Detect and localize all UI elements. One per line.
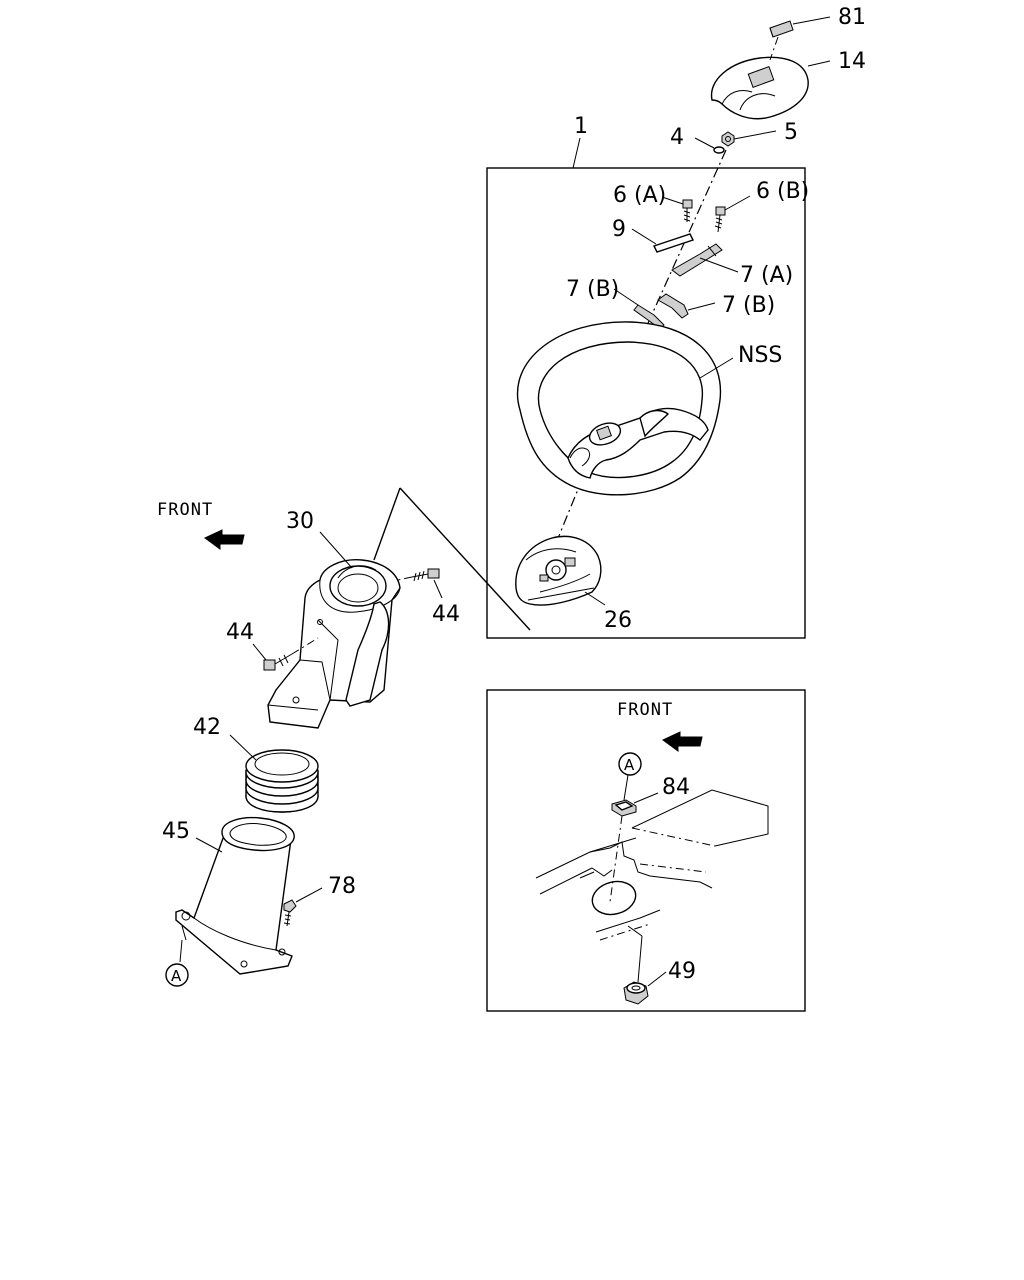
washer-part-4	[713, 146, 725, 154]
label-14: 14	[838, 49, 866, 74]
bolt-part-78	[283, 899, 297, 927]
bolt-part-6b	[714, 206, 726, 233]
front-arrow-main-icon	[204, 529, 245, 550]
bracket-part-7b-right	[657, 293, 689, 319]
front-arrow-inset-icon	[662, 731, 703, 752]
column-cover-part-30	[267, 559, 401, 729]
column-cover-part-26	[515, 535, 602, 606]
label-84: 84	[662, 775, 690, 800]
label-42: 42	[193, 715, 221, 740]
bracket-part-7a	[671, 243, 723, 277]
label-6b: 6 (B)	[756, 179, 809, 204]
bolt-part-6a	[682, 199, 693, 222]
label-7b-right: 7 (B)	[722, 293, 775, 318]
grommet-part-84	[611, 799, 637, 817]
label-4: 4	[670, 125, 684, 150]
front-label-inset: FRONT	[617, 700, 673, 720]
label-nss: NSS	[738, 343, 782, 368]
label-26: 26	[604, 608, 632, 633]
label-7b-left: 7 (B)	[566, 277, 619, 302]
ref-marker-a-inset-label: A	[624, 756, 635, 774]
ref-marker-a-inset	[618, 752, 642, 776]
label-81: 81	[838, 5, 866, 30]
inset-box-floor-detail	[486, 689, 806, 1012]
label-5: 5	[784, 120, 798, 145]
label-44-left: 44	[226, 620, 254, 645]
emblem-part-81	[769, 20, 794, 38]
screw-part-44-right	[411, 568, 440, 582]
steering-wheel-nss	[516, 321, 722, 496]
front-label-main: FRONT	[157, 500, 213, 520]
label-44-right: 44	[432, 602, 460, 627]
label-45: 45	[162, 819, 190, 844]
boot-part-45	[175, 816, 295, 975]
horn-pad-part-14	[710, 56, 809, 120]
label-1: 1	[574, 114, 588, 139]
label-6a: 6 (A)	[613, 183, 666, 208]
ref-marker-a-left-label: A	[171, 967, 182, 985]
label-78: 78	[328, 874, 356, 899]
label-7a: 7 (A)	[740, 263, 793, 288]
nut-part-49	[623, 981, 649, 1005]
label-9: 9	[612, 217, 626, 242]
floor-panel	[535, 789, 769, 941]
assembly-box-1	[486, 167, 806, 639]
plate-part-9	[653, 233, 694, 253]
ref-marker-a-left	[165, 963, 189, 987]
screw-part-44-left	[263, 653, 293, 671]
label-30: 30	[286, 509, 314, 534]
bellows-part-42	[245, 749, 319, 813]
nut-part-5	[721, 131, 735, 147]
label-49: 49	[668, 959, 696, 984]
